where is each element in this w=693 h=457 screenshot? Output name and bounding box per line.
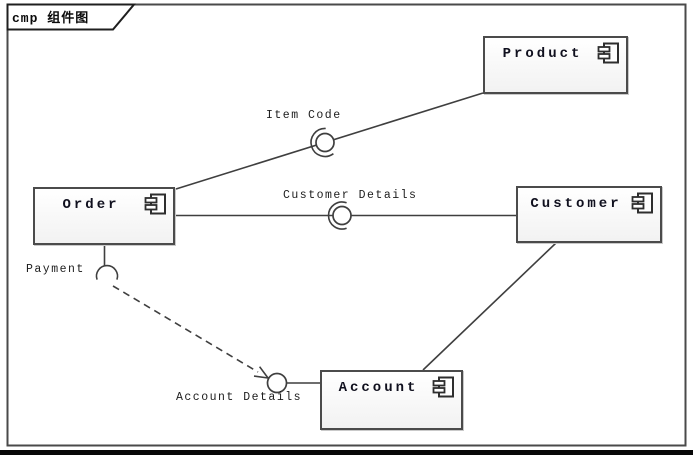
item-code-label: Item Code	[266, 109, 342, 122]
customer-details-label: Customer Details	[283, 189, 418, 202]
component-product-name: Product	[502, 46, 583, 62]
component-icon	[432, 376, 454, 398]
component-icon	[597, 42, 619, 64]
item-code-ball-icon	[315, 132, 335, 153]
customer-details-socket-icon	[327, 201, 347, 230]
component-order-name: Order	[62, 197, 120, 213]
component-account-name: Account	[338, 380, 419, 396]
frame-title-tab	[6, 3, 137, 31]
component-icon	[144, 193, 166, 215]
component-order: Order	[33, 187, 175, 245]
account-details-ball-icon	[266, 372, 288, 394]
component-account: Account	[320, 370, 463, 430]
account-details-label: Account Details	[176, 391, 303, 404]
frame-title: cmp 组件图	[12, 11, 90, 26]
component-product: Product	[483, 36, 628, 94]
component-icon	[631, 192, 653, 214]
connector-customer-account	[422, 242, 557, 371]
component-customer: Customer	[516, 186, 662, 243]
component-customer-name: Customer	[530, 196, 622, 212]
dependency-dashed-line	[112, 285, 259, 373]
dependency-arrow-icon	[253, 366, 270, 380]
customer-details-ball-icon	[332, 205, 352, 226]
window-bottom-edge	[0, 450, 693, 455]
item-code-socket-icon	[310, 127, 334, 158]
payment-label: Payment	[26, 263, 85, 276]
payment-socket-icon	[95, 264, 119, 280]
frame-border	[6, 3, 687, 447]
